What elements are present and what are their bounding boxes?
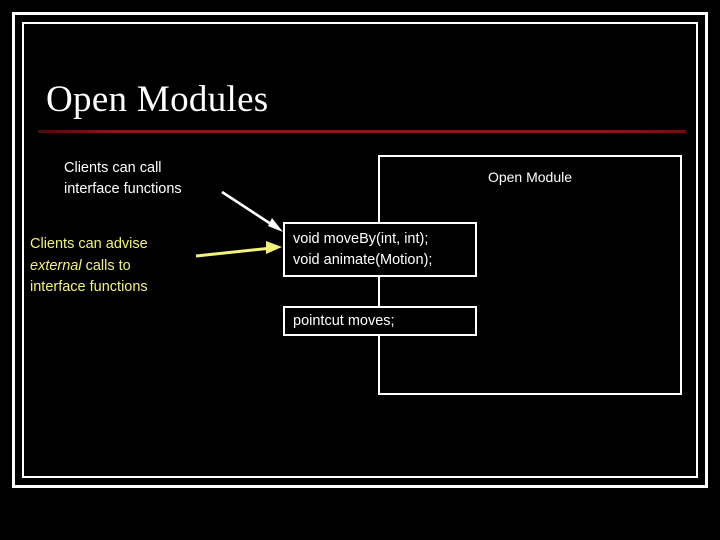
page-title: Open Modules [46, 79, 269, 120]
caption-line-1: Clients can advise [30, 236, 148, 252]
title-divider [38, 130, 686, 133]
caption-line-1: Clients can call [64, 160, 162, 176]
code-box-pointcut: pointcut moves; [283, 306, 477, 336]
code-line-2: void animate(Motion); [293, 252, 433, 268]
caption-line-2-rest: calls to [81, 257, 131, 274]
caption-clients-can-advise: Clients can advise external calls to int… [30, 234, 148, 299]
slide-frame-outer [12, 12, 708, 488]
caption-clients-can-call: Clients can call interface functions [64, 158, 182, 200]
caption-line-3: interface functions [30, 279, 148, 295]
caption-line-2: external calls to [30, 256, 148, 278]
caption-line-2: interface functions [64, 181, 182, 197]
code-line-1: void moveBy(int, int); [293, 231, 429, 247]
caption-emphasis-external: external [30, 257, 82, 274]
slide-frame-inner [22, 22, 698, 478]
open-module-label: Open Module [487, 169, 573, 185]
code-line-1: pointcut moves; [293, 313, 395, 329]
code-box-interface-functions: void moveBy(int, int); void animate(Moti… [283, 222, 477, 277]
